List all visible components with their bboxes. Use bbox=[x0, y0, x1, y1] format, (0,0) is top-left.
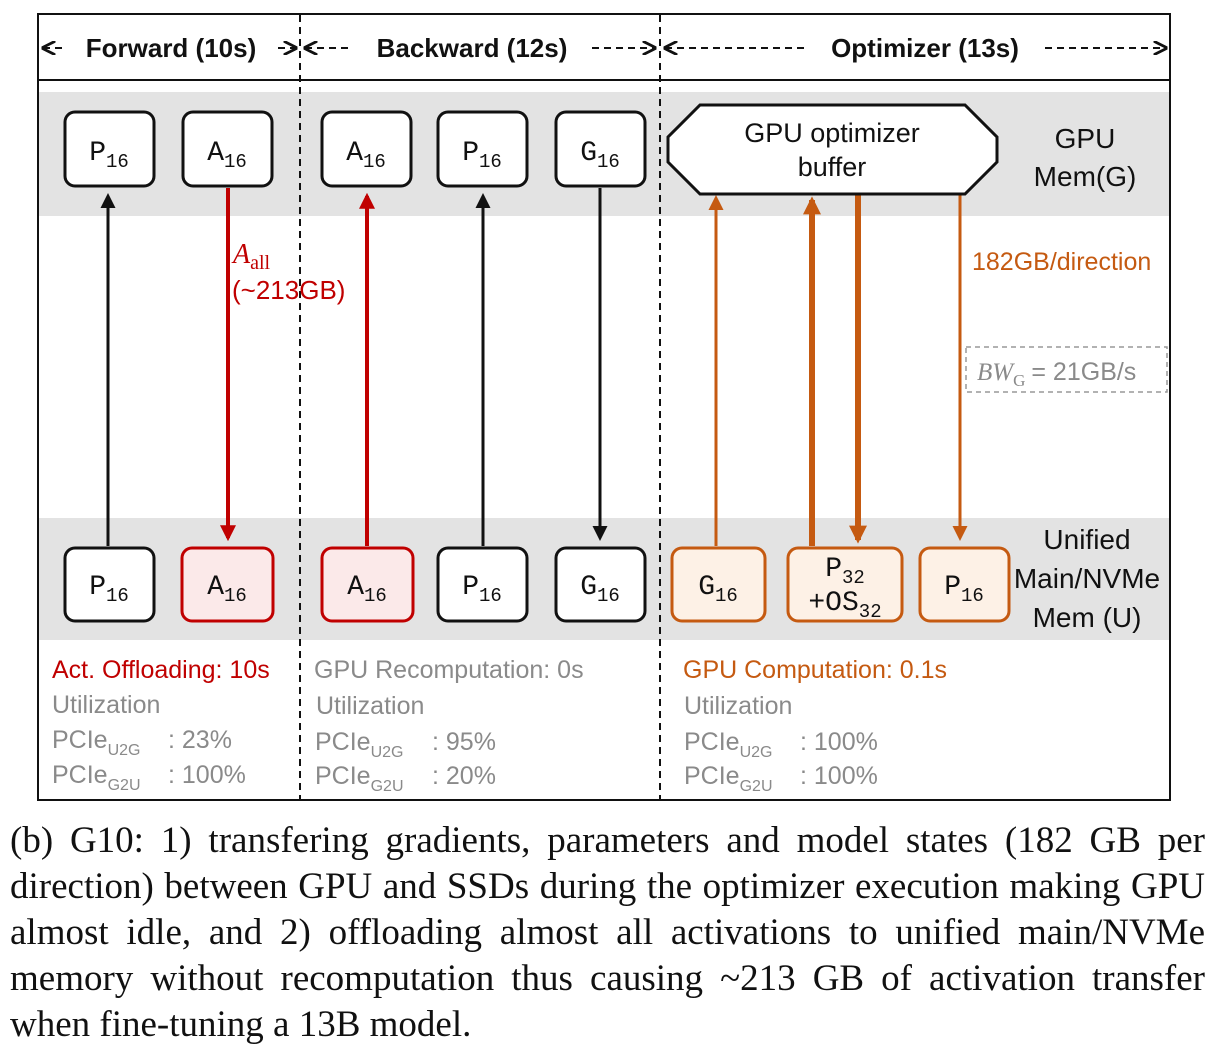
box-fwd-bot-a16: A16 bbox=[180, 546, 275, 623]
svg-text:G16: G16 bbox=[698, 572, 738, 607]
svg-text:P16: P16 bbox=[462, 138, 502, 173]
svg-text:: 23%: : 23% bbox=[168, 726, 232, 754]
svg-text:PCIeG2U: PCIeG2U bbox=[684, 762, 773, 795]
a-all-label: Aall bbox=[231, 239, 271, 274]
box-bwd-top-g16: G16 bbox=[554, 110, 647, 188]
per-direction-label: 182GB/direction bbox=[972, 248, 1151, 276]
phase-backward: Backward (12s) bbox=[377, 33, 568, 63]
phase-forward: Forward (10s) bbox=[86, 33, 257, 63]
svg-text:A16: A16 bbox=[207, 138, 247, 173]
svg-text:P16: P16 bbox=[89, 138, 129, 173]
unified-mem-label-2: Main/NVMe bbox=[1014, 563, 1160, 594]
stats-forward: Act. Offloading: 10s Utilization PCIeU2G… bbox=[52, 656, 270, 794]
svg-text:P16: P16 bbox=[944, 572, 984, 607]
svg-text:: 100%: : 100% bbox=[800, 728, 878, 756]
box-bwd-bot-a16: A16 bbox=[320, 546, 415, 623]
svg-text:Utilization: Utilization bbox=[684, 692, 792, 720]
svg-text:buffer: buffer bbox=[798, 152, 867, 182]
unified-mem-label-1: Unified bbox=[1043, 524, 1130, 555]
svg-text:PCIeU2G: PCIeU2G bbox=[315, 728, 404, 761]
svg-text:PCIeU2G: PCIeU2G bbox=[52, 726, 141, 759]
svg-text:PCIeU2G: PCIeU2G bbox=[684, 728, 773, 761]
box-bwd-bot-g16: G16 bbox=[554, 546, 647, 623]
gpu-mem-label-1: GPU bbox=[1055, 123, 1116, 154]
svg-text:GPU Recomputation: 0s: GPU Recomputation: 0s bbox=[314, 656, 584, 684]
svg-text:: 100%: : 100% bbox=[168, 761, 246, 789]
svg-text:P32: P32 bbox=[825, 554, 865, 589]
bandwidth-label: BWG= 21GB/s bbox=[965, 346, 1168, 393]
box-bwd-bot-p16: P16 bbox=[436, 546, 529, 623]
svg-text:Utilization: Utilization bbox=[316, 692, 424, 720]
svg-text:PCIeG2U: PCIeG2U bbox=[315, 762, 404, 795]
box-opt-bot-g16: G16 bbox=[670, 546, 767, 623]
box-fwd-top-a16: A16 bbox=[181, 110, 274, 188]
box-bwd-top-a16: A16 bbox=[320, 110, 413, 188]
gpu-mem-label-2: Mem(G) bbox=[1034, 161, 1137, 192]
svg-text:Utilization: Utilization bbox=[52, 691, 160, 719]
a-all-size: (~213GB) bbox=[232, 275, 345, 305]
svg-text:BWG= 21GB/s: BWG= 21GB/s bbox=[977, 358, 1136, 390]
box-fwd-bot-p16: P16 bbox=[63, 546, 156, 623]
unified-mem-label-3: Mem (U) bbox=[1033, 602, 1142, 633]
box-fwd-top-p16: P16 bbox=[63, 110, 156, 188]
svg-text:G16: G16 bbox=[580, 138, 620, 173]
svg-text:G16: G16 bbox=[580, 572, 620, 607]
svg-text:+OS32: +OS32 bbox=[808, 588, 881, 623]
stats-optimizer: GPU Computation: 0.1s Utilization PCIeU2… bbox=[683, 656, 947, 795]
stats-backward: GPU Recomputation: 0s Utilization PCIeU2… bbox=[314, 656, 584, 795]
svg-text:: 100%: : 100% bbox=[800, 762, 878, 790]
svg-text:: 95%: : 95% bbox=[432, 728, 496, 756]
figure-caption: (b) G10: 1) transfering gradients, param… bbox=[10, 820, 1205, 1045]
svg-text:P16: P16 bbox=[462, 572, 502, 607]
svg-text:: 20%: : 20% bbox=[432, 762, 496, 790]
frame bbox=[37, 13, 1171, 801]
svg-text:Act. Offloading: 10s: Act. Offloading: 10s bbox=[52, 656, 270, 684]
g10-diagram: Forward (10s) Backward (12s) Optimizer (… bbox=[37, 13, 1171, 801]
box-opt-bot-p16: P16 bbox=[918, 546, 1011, 623]
gpu-optimizer-buffer: GPU optimizer buffer bbox=[666, 103, 999, 196]
phase-optimizer: Optimizer (13s) bbox=[831, 33, 1019, 63]
box-opt-bot-p32-os32: P32 +OS32 bbox=[786, 546, 904, 623]
svg-text:A16: A16 bbox=[346, 138, 386, 173]
svg-text:GPU Computation: 0.1s: GPU Computation: 0.1s bbox=[683, 656, 947, 684]
svg-text:A16: A16 bbox=[207, 572, 247, 607]
svg-text:A16: A16 bbox=[347, 572, 387, 607]
box-bwd-top-p16: P16 bbox=[436, 110, 529, 188]
svg-text:P16: P16 bbox=[89, 572, 129, 607]
svg-text:GPU optimizer: GPU optimizer bbox=[744, 118, 920, 148]
svg-text:PCIeG2U: PCIeG2U bbox=[52, 761, 141, 794]
